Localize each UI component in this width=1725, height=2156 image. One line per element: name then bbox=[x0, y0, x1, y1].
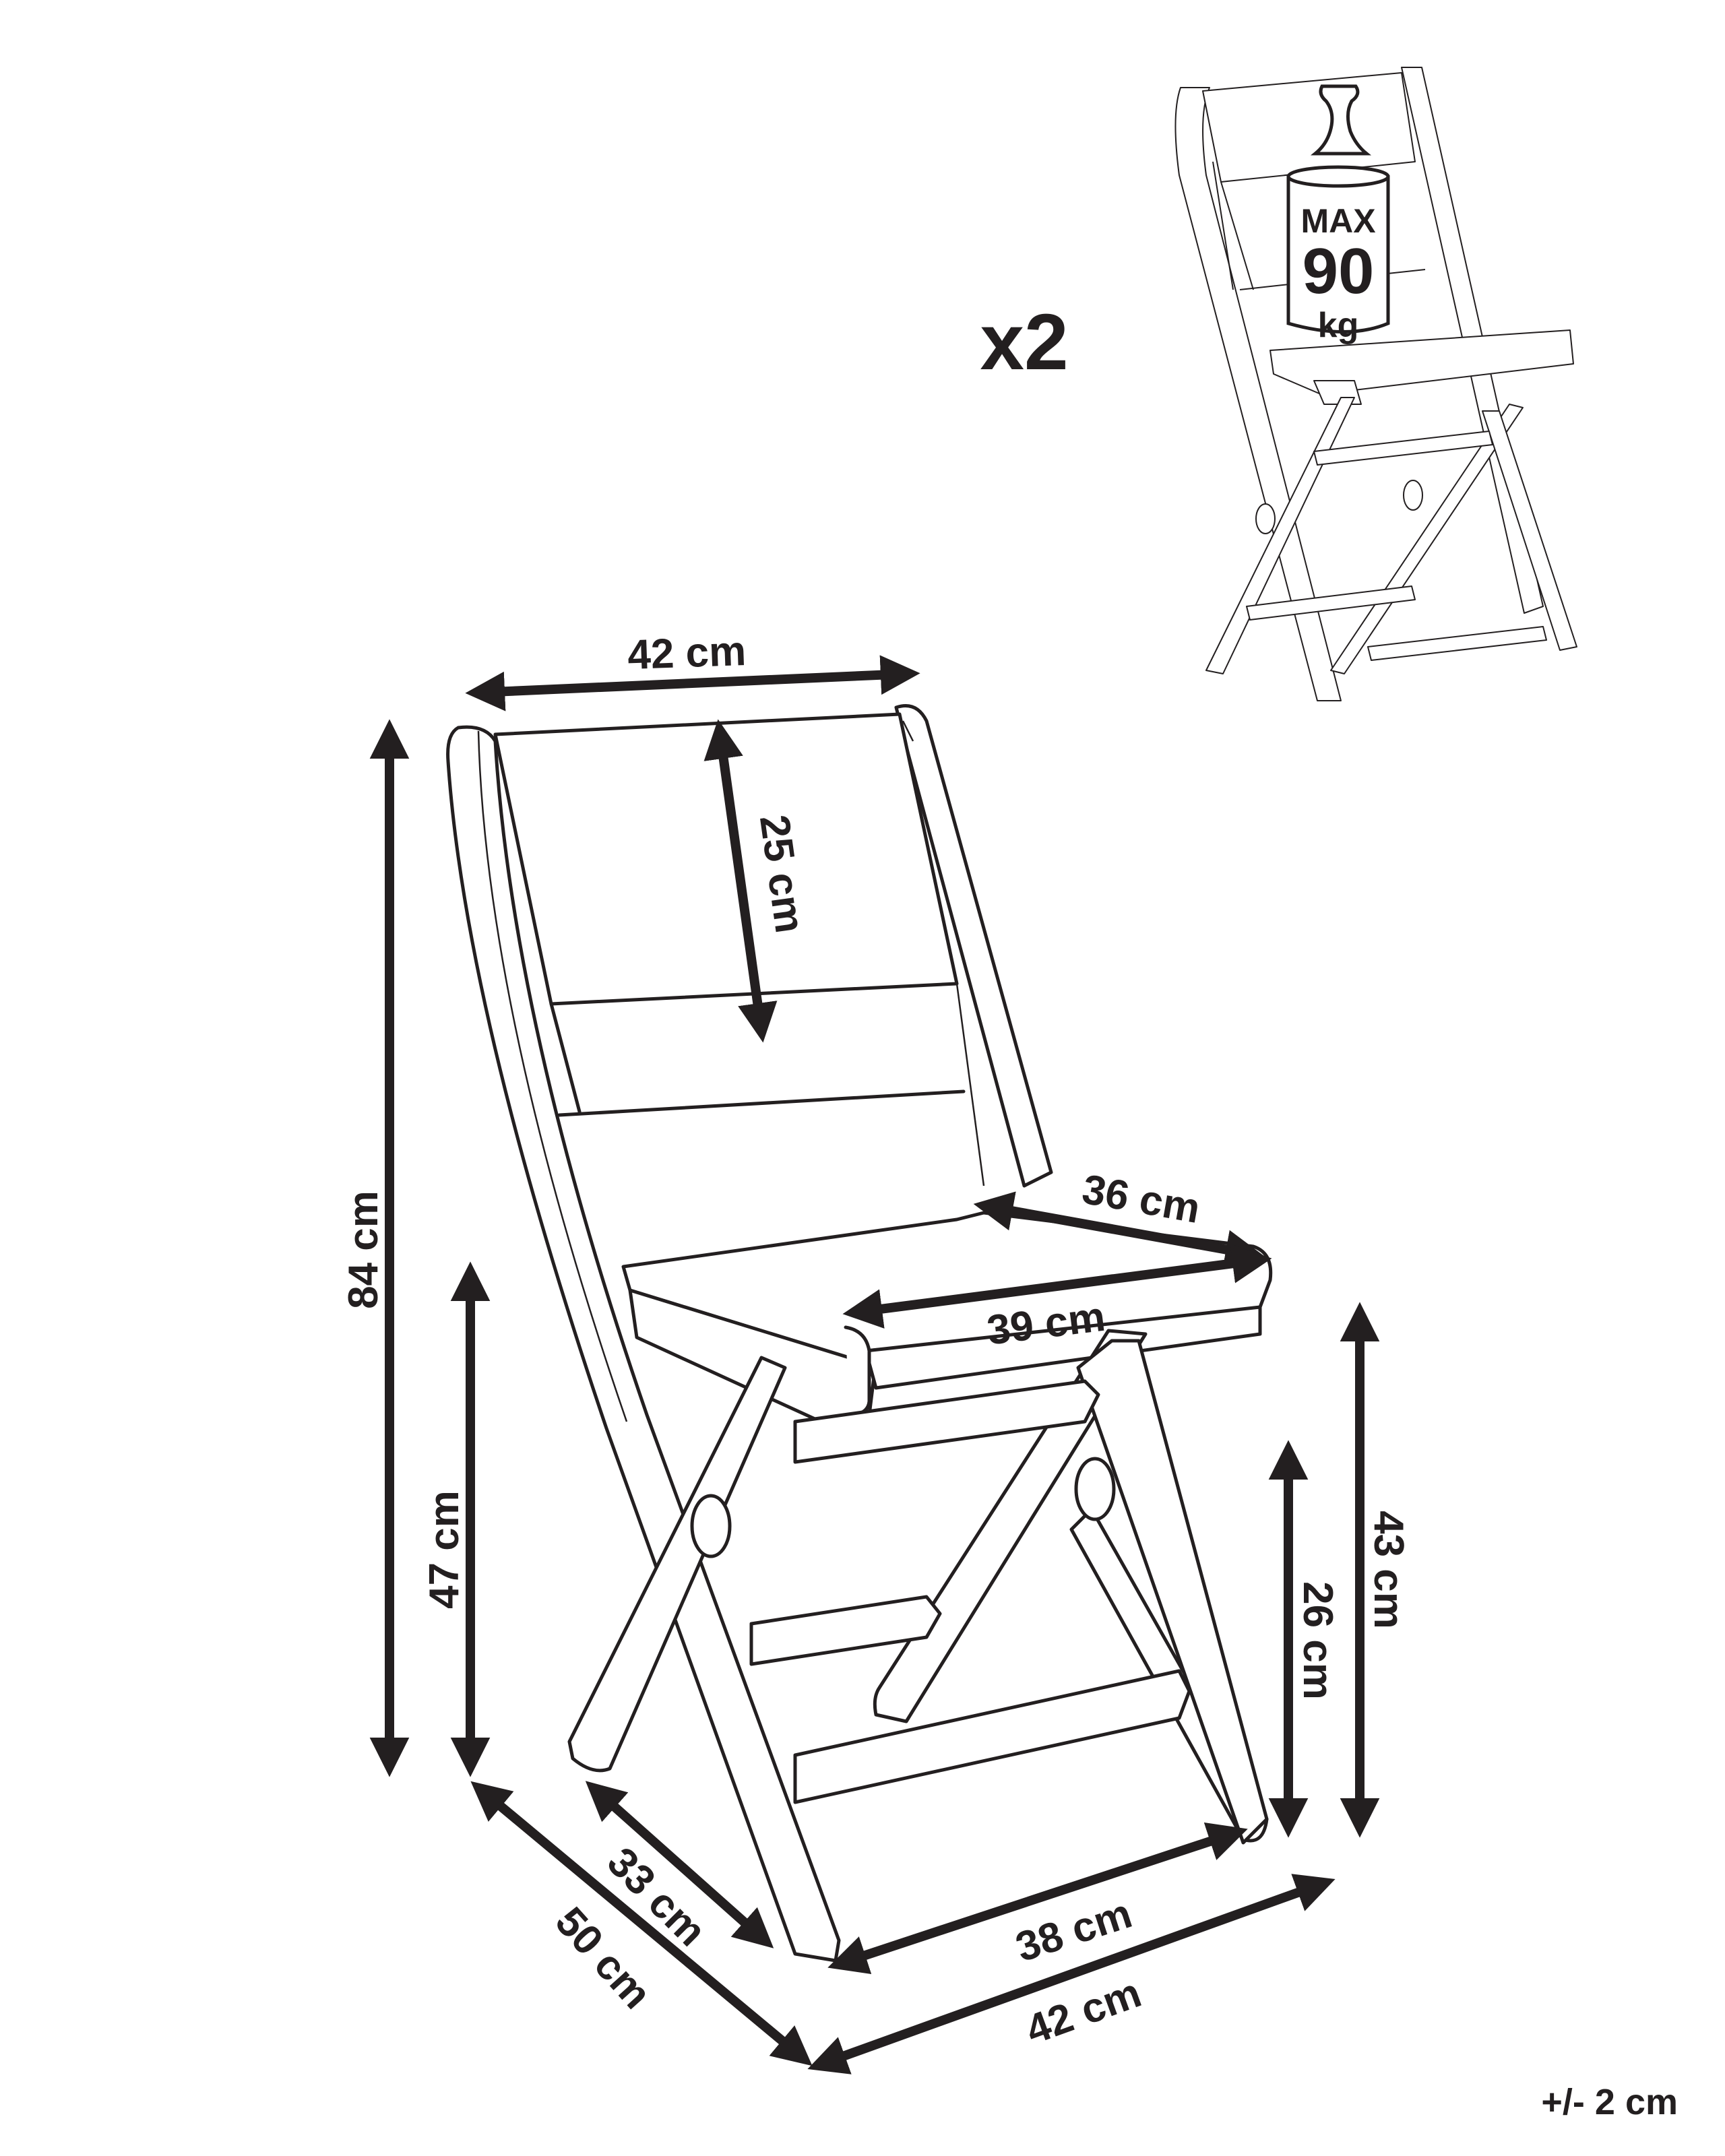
small-chair-illustration bbox=[1174, 67, 1577, 701]
dim-seat-height: 47 cm bbox=[421, 1490, 468, 1609]
weight-icon: MAX 90 kg bbox=[1286, 84, 1390, 345]
weight-unit: kg bbox=[1318, 306, 1359, 345]
dim-leg-height-26: 26 cm bbox=[1294, 1581, 1341, 1700]
weight-value: 90 bbox=[1303, 235, 1375, 307]
dim-backrest-width: 42 cm bbox=[627, 628, 747, 678]
dim-total-height: 84 cm bbox=[340, 1191, 387, 1309]
dim-leg-height-43: 43 cm bbox=[1365, 1511, 1412, 1629]
weight-max-label: MAX bbox=[1300, 202, 1375, 240]
tolerance-note: +/- 2 cm bbox=[1541, 2082, 1678, 2122]
main-chair-illustration bbox=[446, 704, 1273, 1963]
dim-footprint-depth-outer: 50 cm bbox=[546, 1899, 660, 2018]
quantity-label: x2 bbox=[980, 298, 1068, 387]
dimension-lines bbox=[369, 655, 1380, 2074]
